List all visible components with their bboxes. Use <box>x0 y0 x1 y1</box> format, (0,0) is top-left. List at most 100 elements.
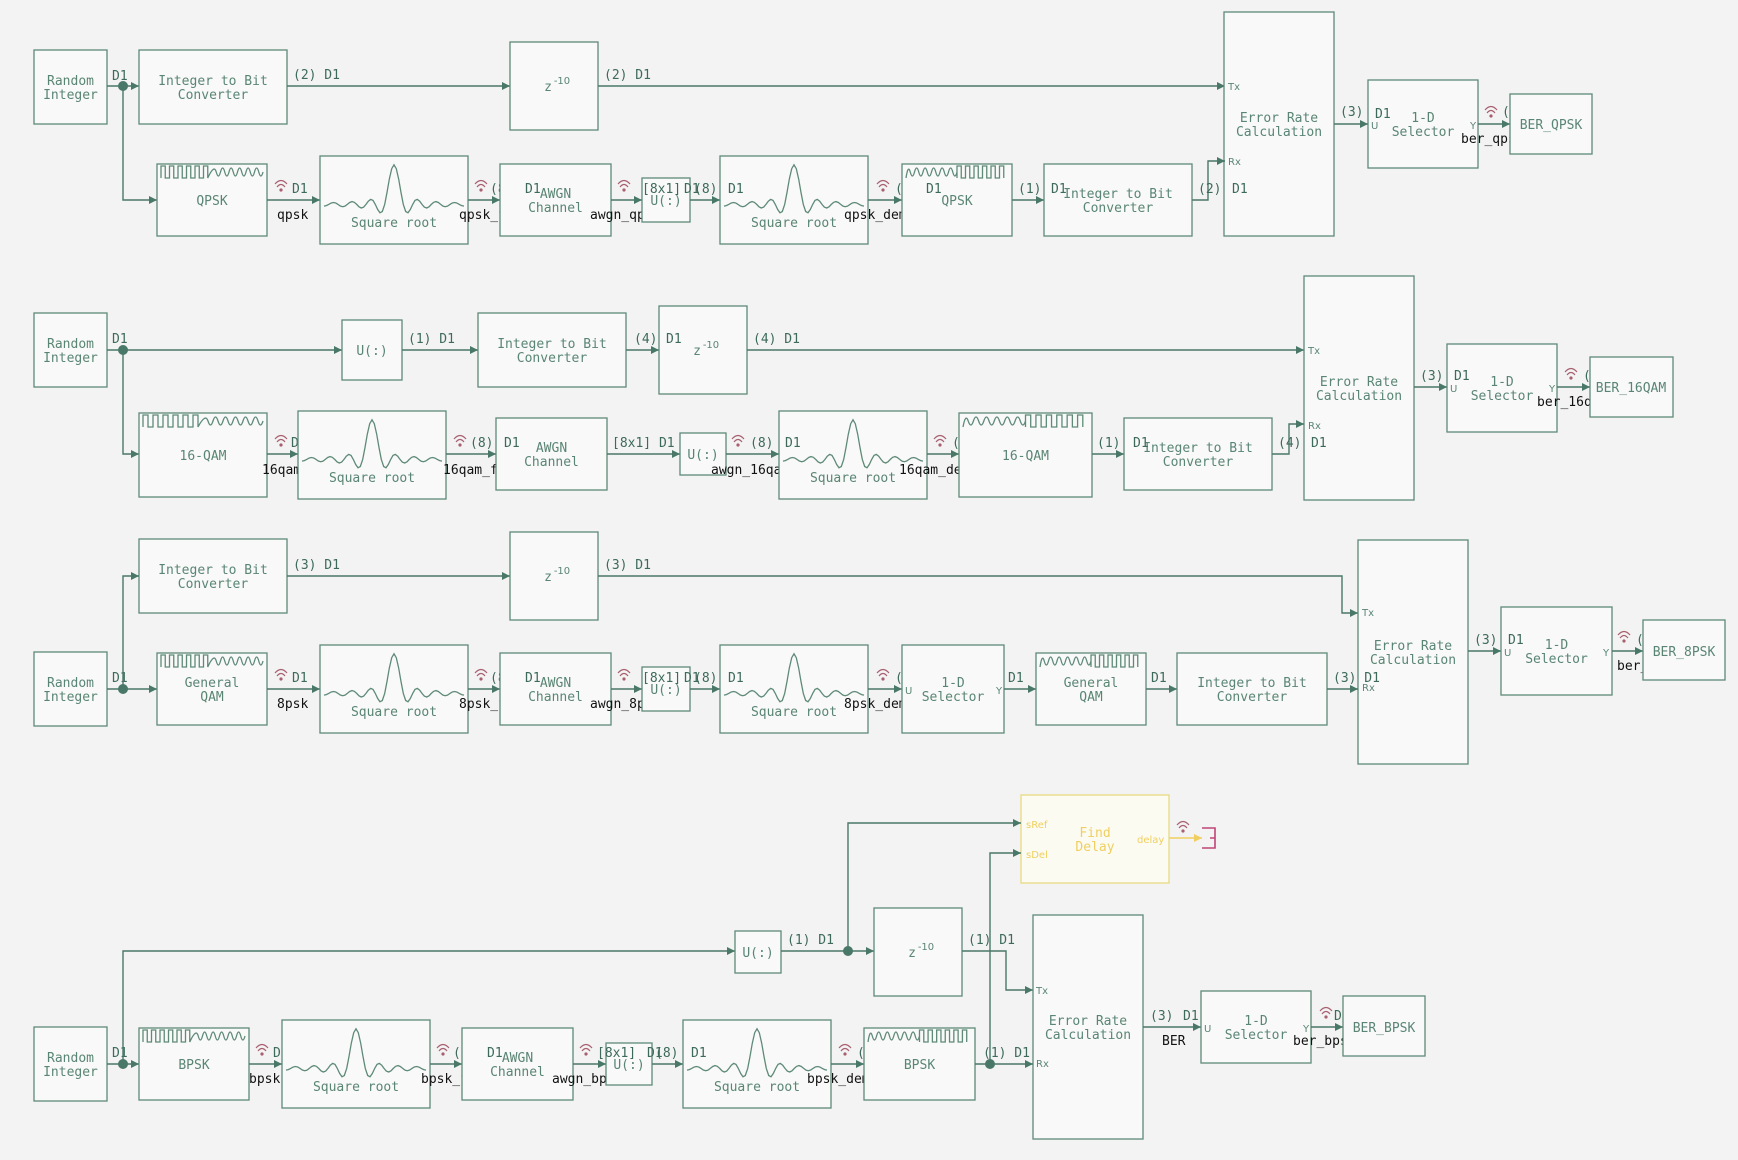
reshape-bpsk-tx[interactable]: U(:) <box>734 930 782 974</box>
16qam-demodulator[interactable]: 16-QAM <box>958 412 1093 498</box>
reshape-16qam-body[interactable] <box>679 432 727 476</box>
reshape-16qam-tx[interactable]: U(:) <box>341 319 403 381</box>
wifi-icon[interactable] <box>838 1043 852 1056</box>
wifi-icon[interactable] <box>1319 1006 1333 1019</box>
qpsk-modulator-body[interactable] <box>156 163 268 237</box>
error-rate-qpsk-body[interactable] <box>1223 11 1335 237</box>
terminator-icon[interactable] <box>1202 827 1216 849</box>
delay-qpsk[interactable]: z-10 <box>509 41 599 131</box>
wifi-icon[interactable] <box>617 179 631 192</box>
selector-bpsk-body[interactable] <box>1200 990 1312 1064</box>
wifi-icon[interactable] <box>1564 367 1578 380</box>
qpsk-modulator[interactable]: QPSK <box>156 163 268 237</box>
error-rate-bpsk-body[interactable] <box>1032 914 1144 1140</box>
wifi-icon[interactable] <box>255 1043 269 1056</box>
int-to-bit-rx-qpsk-body[interactable] <box>1043 163 1193 237</box>
square-root-tx-qpsk[interactable]: Square root <box>319 155 469 245</box>
int-to-bit-tx-8psk-body[interactable] <box>138 538 288 614</box>
awgn-8psk-body[interactable] <box>499 652 612 726</box>
int-to-bit-rx-16qam-body[interactable] <box>1123 417 1273 491</box>
random-integer-8psk-body[interactable] <box>33 651 108 727</box>
wifi-icon[interactable] <box>1176 820 1190 833</box>
ber-qpsk-display-body[interactable] <box>1509 93 1593 155</box>
random-integer-bpsk-body[interactable] <box>33 1026 108 1102</box>
square-root-tx-qpsk-body[interactable] <box>319 155 469 245</box>
wifi-icon[interactable] <box>274 179 288 192</box>
square-root-rx-qpsk[interactable]: Square root <box>719 155 869 245</box>
square-root-tx-16qam-body[interactable] <box>297 410 447 500</box>
wifi-icon[interactable] <box>274 434 288 447</box>
wifi-icon[interactable] <box>617 668 631 681</box>
signal-line[interactable] <box>962 950 1033 991</box>
wifi-icon[interactable] <box>731 434 745 447</box>
square-root-rx-qpsk-body[interactable] <box>719 155 869 245</box>
random-integer-16qam-body[interactable] <box>33 312 108 388</box>
wifi-icon[interactable] <box>1484 105 1498 118</box>
square-root-tx-bpsk[interactable]: Square root <box>281 1019 431 1109</box>
bpsk-demodulator[interactable]: BPSK <box>863 1027 976 1101</box>
square-root-tx-8psk[interactable]: Square root <box>319 644 469 734</box>
selector-16qam-body[interactable] <box>1446 343 1558 433</box>
square-root-rx-8psk-body[interactable] <box>719 644 869 734</box>
wifi-icon[interactable] <box>274 668 288 681</box>
reshape-bpsk-body[interactable] <box>605 1042 653 1086</box>
find-delay-body[interactable] <box>1020 794 1170 884</box>
random-integer-qpsk-body[interactable] <box>33 49 108 125</box>
error-rate-8psk-body[interactable] <box>1357 539 1469 765</box>
ber-16qam-display[interactable]: BER_16QAM <box>1589 356 1674 418</box>
wifi-icon[interactable] <box>1617 630 1631 643</box>
selector-qpsk-body[interactable] <box>1367 79 1479 169</box>
wifi-icon[interactable] <box>876 179 890 192</box>
square-root-tx-16qam[interactable]: Square root <box>297 410 447 500</box>
reshape-qpsk-body[interactable] <box>641 177 691 223</box>
delay-16qam-body[interactable] <box>658 305 748 395</box>
ber-8psk-display[interactable]: BER_8PSK <box>1642 619 1726 681</box>
awgn-16qam-body[interactable] <box>495 417 608 491</box>
wifi-icon[interactable] <box>474 668 488 681</box>
square-root-rx-16qam[interactable]: Square root <box>778 410 928 500</box>
delay-bpsk-body[interactable] <box>873 907 963 997</box>
general-qam-modulator-8psk-body[interactable] <box>156 652 268 726</box>
square-root-tx-bpsk-body[interactable] <box>281 1019 431 1109</box>
int-to-bit-tx-qpsk-body[interactable] <box>138 49 288 125</box>
square-root-rx-16qam-body[interactable] <box>778 410 928 500</box>
ber-qpsk-display[interactable]: BER_QPSK <box>1509 93 1593 155</box>
reshape-16qam[interactable]: U(:) <box>679 432 727 476</box>
wifi-icon[interactable] <box>579 1043 593 1056</box>
wifi-icon[interactable] <box>474 179 488 192</box>
bpsk-modulator[interactable]: BPSK <box>138 1027 250 1101</box>
ber-16qam-display-body[interactable] <box>1589 356 1674 418</box>
signal-line[interactable] <box>122 86 157 201</box>
awgn-bpsk-body[interactable] <box>461 1027 574 1101</box>
ber-bpsk-display[interactable]: BER_BPSK <box>1342 995 1426 1057</box>
wifi-icon[interactable] <box>436 1043 450 1056</box>
delay-qpsk-body[interactable] <box>509 41 599 131</box>
16qam-modulator[interactable]: 16-QAM <box>138 412 268 498</box>
wifi-icon[interactable] <box>453 434 467 447</box>
wifi-icon[interactable] <box>933 434 947 447</box>
int-to-bit-rx-8psk-body[interactable] <box>1176 652 1328 726</box>
signal-line[interactable] <box>989 852 1021 1064</box>
square-root-tx-8psk-body[interactable] <box>319 644 469 734</box>
reshape-qpsk[interactable]: U(:) <box>641 177 691 223</box>
delay-8psk-body[interactable] <box>509 531 599 621</box>
signal-line[interactable] <box>122 350 139 455</box>
